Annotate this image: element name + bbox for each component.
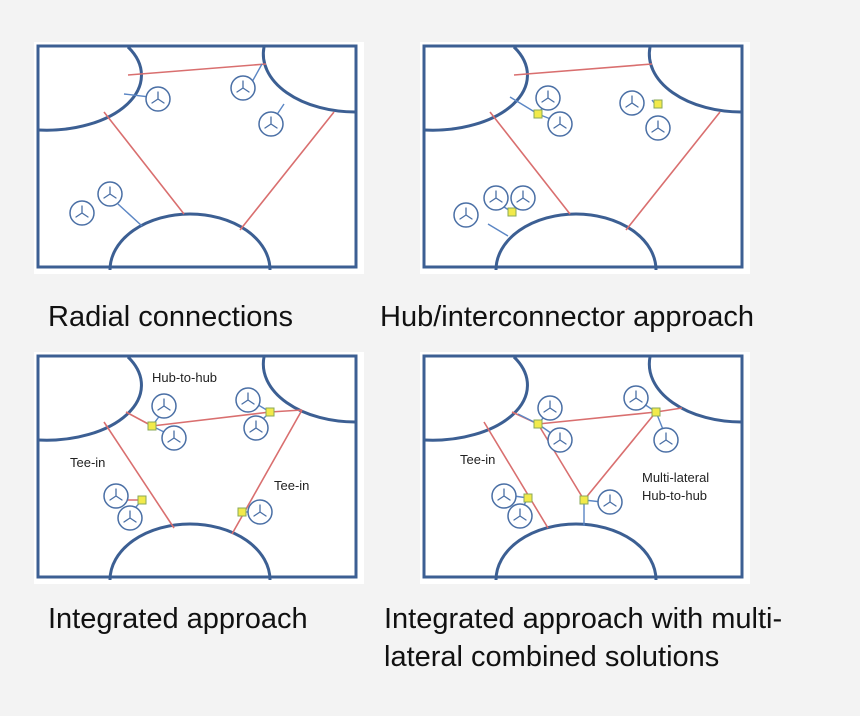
multi-lateral-label: Multi-lateral [642,470,709,485]
wind-turbine-icon [243,415,269,441]
wind-turbine-icon [623,385,649,411]
array-cable [487,223,509,237]
wind-turbine-icon [151,393,177,419]
panel-radial [34,42,364,274]
panel-frame [422,354,744,579]
panel-frame [36,44,358,269]
wind-turbine-icon [645,115,671,141]
diagram-hub-interconnector [422,44,744,271]
shore-landmass-icon [108,522,272,581]
tee-in-label: Tee-in [274,478,309,493]
interconnector-cable [103,111,185,215]
interconnector-cable [583,411,657,501]
wind-turbine-icon [535,85,561,111]
wind-turbine-icon [161,425,187,451]
shore-landmass-icon [261,356,357,424]
interconnector-cable [127,63,267,76]
wind-turbine-icon [597,489,623,515]
panel-frame [422,44,744,269]
wind-turbine-icon [230,75,256,101]
wind-turbine-icon [510,185,536,211]
interconnector-cable [269,409,303,413]
shore-landmass-icon [494,522,658,581]
shore-landmass-icon [37,355,143,442]
wind-turbine-icon [145,86,171,112]
panel-4-caption: Integrated approach with multi- lateral … [384,600,782,676]
interconnector-cable [489,111,571,215]
wind-turbine-icon [619,90,645,116]
panel-hub-interconnector [420,42,750,274]
shore-landmass-icon [108,212,272,271]
diagram-radial [36,44,358,271]
shore-landmass-icon [647,356,743,424]
offshore-hub-icon [651,407,661,417]
offshore-hub-icon [533,419,543,429]
caption-line: lateral combined solutions [384,641,720,673]
panel-2-caption: Hub/interconnector approach [380,301,755,333]
wind-turbine-icon [547,427,573,453]
wind-turbine-icon [547,111,573,137]
interconnector-cable [239,111,335,231]
interconnector-cable [103,421,175,529]
wind-turbine-icon [117,505,143,531]
wind-turbine-icon [453,202,479,228]
panel-integrated: Hub-to-hub Tee-in Tee-in [34,352,364,584]
wind-turbine-icon [537,395,563,421]
offshore-hub-icon [533,109,543,119]
array-cable [509,96,539,115]
hub-to-hub-label: Hub-to-hub [642,488,707,503]
array-cable [117,203,143,227]
tee-in-label: Tee-in [70,455,105,470]
offshore-hub-icon [507,207,517,217]
array-cable [251,63,263,83]
offshore-hub-icon [579,495,589,505]
wind-turbine-icon [247,499,273,525]
shore-landmass-icon [647,46,743,114]
interconnector-cable [513,63,653,76]
offshore-hub-icon [147,421,157,431]
interconnector-cable [537,423,585,501]
offshore-hub-icon [237,507,247,517]
wind-turbine-icon [507,503,533,529]
offshore-hub-icon [653,99,663,109]
wind-turbine-icon [69,200,95,226]
interconnector-cable [625,111,721,231]
interconnector-cable [537,411,657,425]
diagram-integrated-multilateral: Tee-in Multi-lateral Hub-to-hub [422,354,744,581]
caption-line: Integrated approach with multi- [384,603,783,635]
panel-frame [36,354,358,579]
interconnector-cable [483,421,549,529]
shore-landmass-icon [423,355,529,442]
wind-turbine-icon [653,427,679,453]
wind-turbine-icon [491,483,517,509]
offshore-hub-icon [137,495,147,505]
hub-to-hub-label: Hub-to-hub [152,370,217,385]
diagram-integrated: Hub-to-hub Tee-in Tee-in [36,354,358,581]
shore-landmass-icon [423,45,529,132]
wind-turbine-icon [97,181,123,207]
shore-landmass-icon [261,46,357,114]
offshore-hub-icon [523,493,533,503]
wind-turbine-icon [235,387,261,413]
shore-landmass-icon [37,45,143,132]
offshore-hub-icon [265,407,275,417]
wind-turbine-icon [103,483,129,509]
panel-3-caption: Integrated approach [48,603,308,635]
interconnector-cable [151,411,271,427]
wind-turbine-icon [483,185,509,211]
wind-turbine-icon [258,111,284,137]
panel-1-caption: Radial connections [48,301,294,333]
tee-in-label: Tee-in [460,452,495,467]
panel-integrated-multilateral: Tee-in Multi-lateral Hub-to-hub [420,352,750,584]
shore-landmass-icon [494,212,658,271]
